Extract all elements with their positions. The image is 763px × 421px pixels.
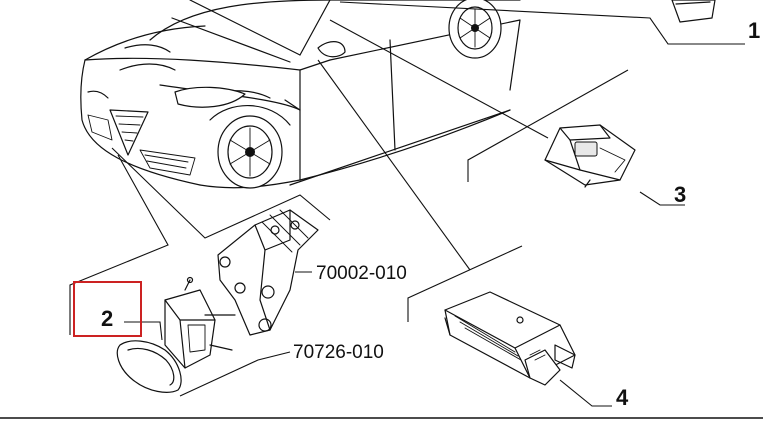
ref-70726-010: 70726-010 (293, 342, 384, 363)
car-illustration (80, 0, 521, 189)
ref-70002-010: 70002-010 (316, 263, 407, 284)
part-3-bracket (544, 124, 636, 188)
part-4-radar-module (444, 291, 576, 386)
sensor-unit (116, 276, 236, 393)
callout-3: 3 (674, 182, 686, 207)
leader-lines (69, 1, 745, 407)
callout-2: 2 (101, 306, 113, 331)
part-1-module (671, 0, 716, 23)
callout-1: 1 (748, 18, 760, 43)
highlight-box (73, 281, 142, 337)
mounting-bracket (217, 209, 319, 336)
callout-4: 4 (616, 385, 629, 410)
